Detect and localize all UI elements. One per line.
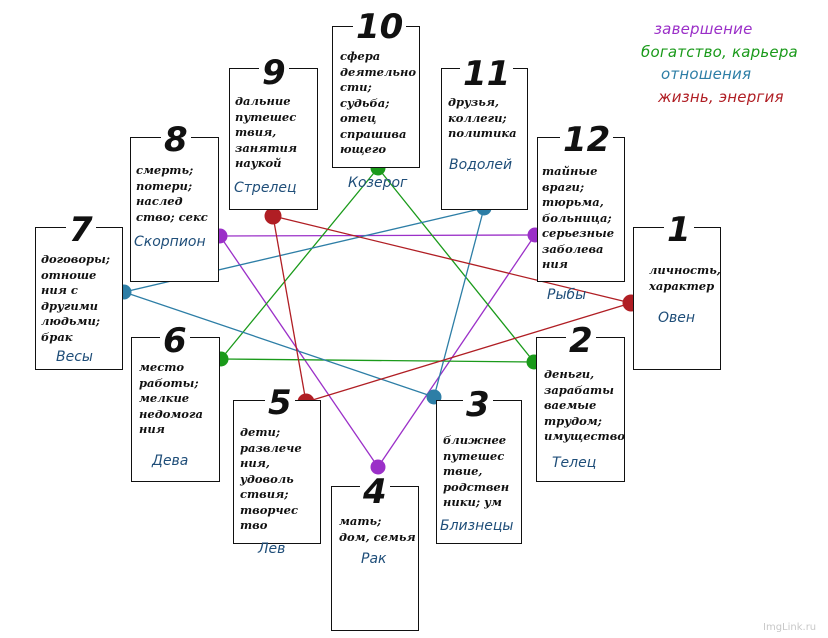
house-10-box	[332, 26, 420, 168]
house-9-sign: Стрелец	[234, 180, 297, 196]
house-9-description: дальние путешес твия, занятия наукой	[235, 94, 298, 170]
house-9-box	[229, 68, 318, 210]
house-6-number: 6	[160, 324, 190, 358]
house-10-sign: Козерог	[348, 175, 408, 191]
house-10-number: 10	[353, 10, 407, 44]
house-5-number: 5	[265, 386, 295, 420]
life-line-9-1	[272, 215, 632, 304]
house-1-box	[633, 227, 721, 370]
house-5-sign: Лев	[258, 541, 286, 557]
house-12-box	[537, 137, 625, 282]
house-2-number: 2	[566, 324, 596, 358]
house-4-sign: Рак	[361, 551, 387, 567]
house-3-box	[436, 400, 522, 544]
house-7-sign: Весы	[56, 349, 93, 365]
legend-life: жизнь, энергия	[658, 88, 784, 106]
house-3-sign: Близнецы	[440, 518, 514, 534]
house-11-box	[441, 68, 528, 210]
wealth-line-10-2	[377, 167, 535, 363]
house-8-number: 8	[161, 123, 191, 157]
house-12-sign: Рыбы	[547, 287, 587, 303]
house-4-description: мать; дом, семья	[339, 514, 416, 544]
house-3-number: 3	[463, 388, 493, 422]
house-9-dot	[264, 207, 282, 225]
house-5-box	[233, 400, 321, 544]
house-12-number: 12	[560, 123, 614, 157]
house-10-description: сфера деятельно сти; судьба; отец спраши…	[340, 49, 417, 156]
house-12-description: тайные враги; тюрьма, больница; серьезны…	[542, 164, 615, 271]
wealth-line-6-10	[220, 167, 379, 360]
legend-wealth: богатство, карьера	[641, 43, 798, 61]
house-8-box	[130, 137, 219, 282]
life-line-1-5	[305, 302, 632, 403]
relations-line-11-3	[433, 207, 485, 398]
house-11-sign: Водолей	[449, 157, 513, 173]
house-11-number: 11	[460, 57, 514, 91]
life-line-5-9	[272, 215, 307, 403]
house-7-description: договоры; отноше ния с другими людьми; б…	[41, 252, 111, 344]
house-7-box	[35, 227, 123, 370]
house-8-sign: Скорпион	[134, 234, 206, 250]
house-4-number: 4	[360, 475, 390, 509]
house-5-description: дети; развлече ния, удоволь ствия; творч…	[240, 425, 302, 532]
relations-line-3-7	[123, 291, 435, 398]
legend-relations: отношения	[661, 65, 752, 83]
completion-line-8-12	[219, 234, 536, 237]
wealth-line-2-6	[220, 358, 535, 363]
house-1-sign: Овен	[658, 310, 696, 326]
watermark: ImgLink.ru	[763, 622, 817, 633]
legend-completion: завершение	[654, 20, 753, 38]
house-2-description: деньги, зарабаты ваемые трудом; имуществ…	[544, 367, 625, 443]
house-6-description: место работы; мелкие недомога ния	[139, 360, 203, 436]
house-8-description: смерть; потери; наслед ство; секс	[136, 163, 208, 224]
house-3-description: ближнее путешес твие, родствен ники; ум	[443, 433, 510, 509]
house-4-dot	[370, 459, 386, 475]
house-2-box	[536, 337, 625, 482]
house-7-number: 7	[66, 213, 96, 247]
house-11-description: друзья, коллеги; политика	[448, 95, 517, 140]
house-6-sign: Дева	[152, 453, 189, 469]
house-9-number: 9	[259, 56, 289, 90]
house-4-box	[331, 486, 419, 631]
house-2-sign: Телец	[552, 455, 597, 471]
house-6-box	[131, 337, 220, 482]
house-1-description: личность, характер	[649, 263, 721, 293]
house-1-number: 1	[664, 213, 694, 247]
